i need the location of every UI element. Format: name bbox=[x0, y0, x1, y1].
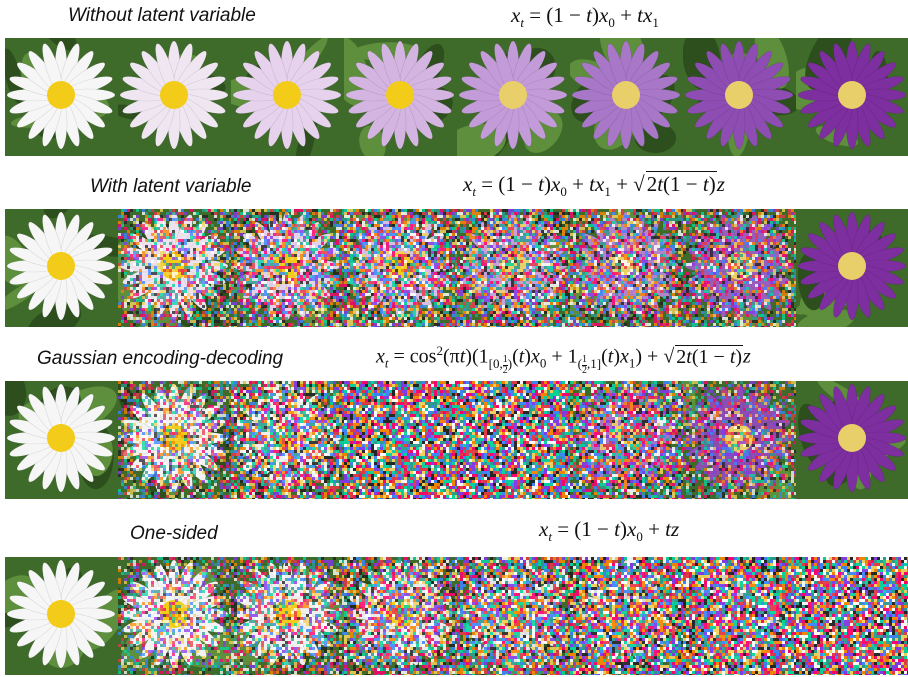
flower-frame bbox=[118, 381, 231, 499]
image-strip-with-latent bbox=[5, 209, 908, 327]
flower-frame bbox=[683, 557, 796, 675]
flower-frame bbox=[118, 557, 231, 675]
flower-frame bbox=[570, 557, 683, 675]
flower-frame bbox=[5, 381, 118, 499]
flower-frame bbox=[5, 557, 118, 675]
equation-without-latent: xt = (1 − t)x0 + tx1 bbox=[511, 3, 659, 31]
flower-frame bbox=[344, 38, 457, 156]
flower-frame bbox=[231, 209, 344, 327]
flower-frame bbox=[118, 38, 231, 156]
flower-frame bbox=[5, 38, 118, 156]
flower-frame bbox=[796, 557, 908, 675]
flower-frame bbox=[457, 381, 570, 499]
flower-frame bbox=[796, 209, 908, 327]
flower-frame bbox=[796, 381, 908, 499]
flower-frame bbox=[457, 209, 570, 327]
flower-frame bbox=[231, 557, 344, 675]
flower-frame bbox=[344, 209, 457, 327]
image-strip-without-latent bbox=[5, 38, 908, 156]
image-strip-gaussian bbox=[5, 381, 908, 499]
flower-frame bbox=[5, 209, 118, 327]
equation-with-latent: xt = (1 − t)x0 + tx1 + √2t(1 − t)z bbox=[463, 171, 725, 200]
flower-frame bbox=[570, 381, 683, 499]
equation-one-sided: xt = (1 − t)x0 + tz bbox=[539, 517, 679, 545]
image-strip-one-sided bbox=[5, 557, 908, 675]
flower-frame bbox=[457, 38, 570, 156]
flower-frame bbox=[231, 381, 344, 499]
flower-frame bbox=[457, 557, 570, 675]
row-label-with-latent: With latent variable bbox=[90, 176, 251, 198]
flower-frame bbox=[344, 381, 457, 499]
row-label-without-latent: Without latent variable bbox=[68, 5, 256, 27]
flower-frame bbox=[570, 209, 683, 327]
row-label-one-sided: One-sided bbox=[130, 523, 218, 545]
flower-frame bbox=[683, 381, 796, 499]
flower-frame bbox=[683, 38, 796, 156]
flower-frame bbox=[796, 38, 908, 156]
row-label-gaussian: Gaussian encoding-decoding bbox=[37, 348, 283, 370]
flower-frame bbox=[231, 38, 344, 156]
flower-frame bbox=[344, 557, 457, 675]
flower-frame bbox=[118, 209, 231, 327]
flower-frame bbox=[570, 38, 683, 156]
flower-frame bbox=[683, 209, 796, 327]
